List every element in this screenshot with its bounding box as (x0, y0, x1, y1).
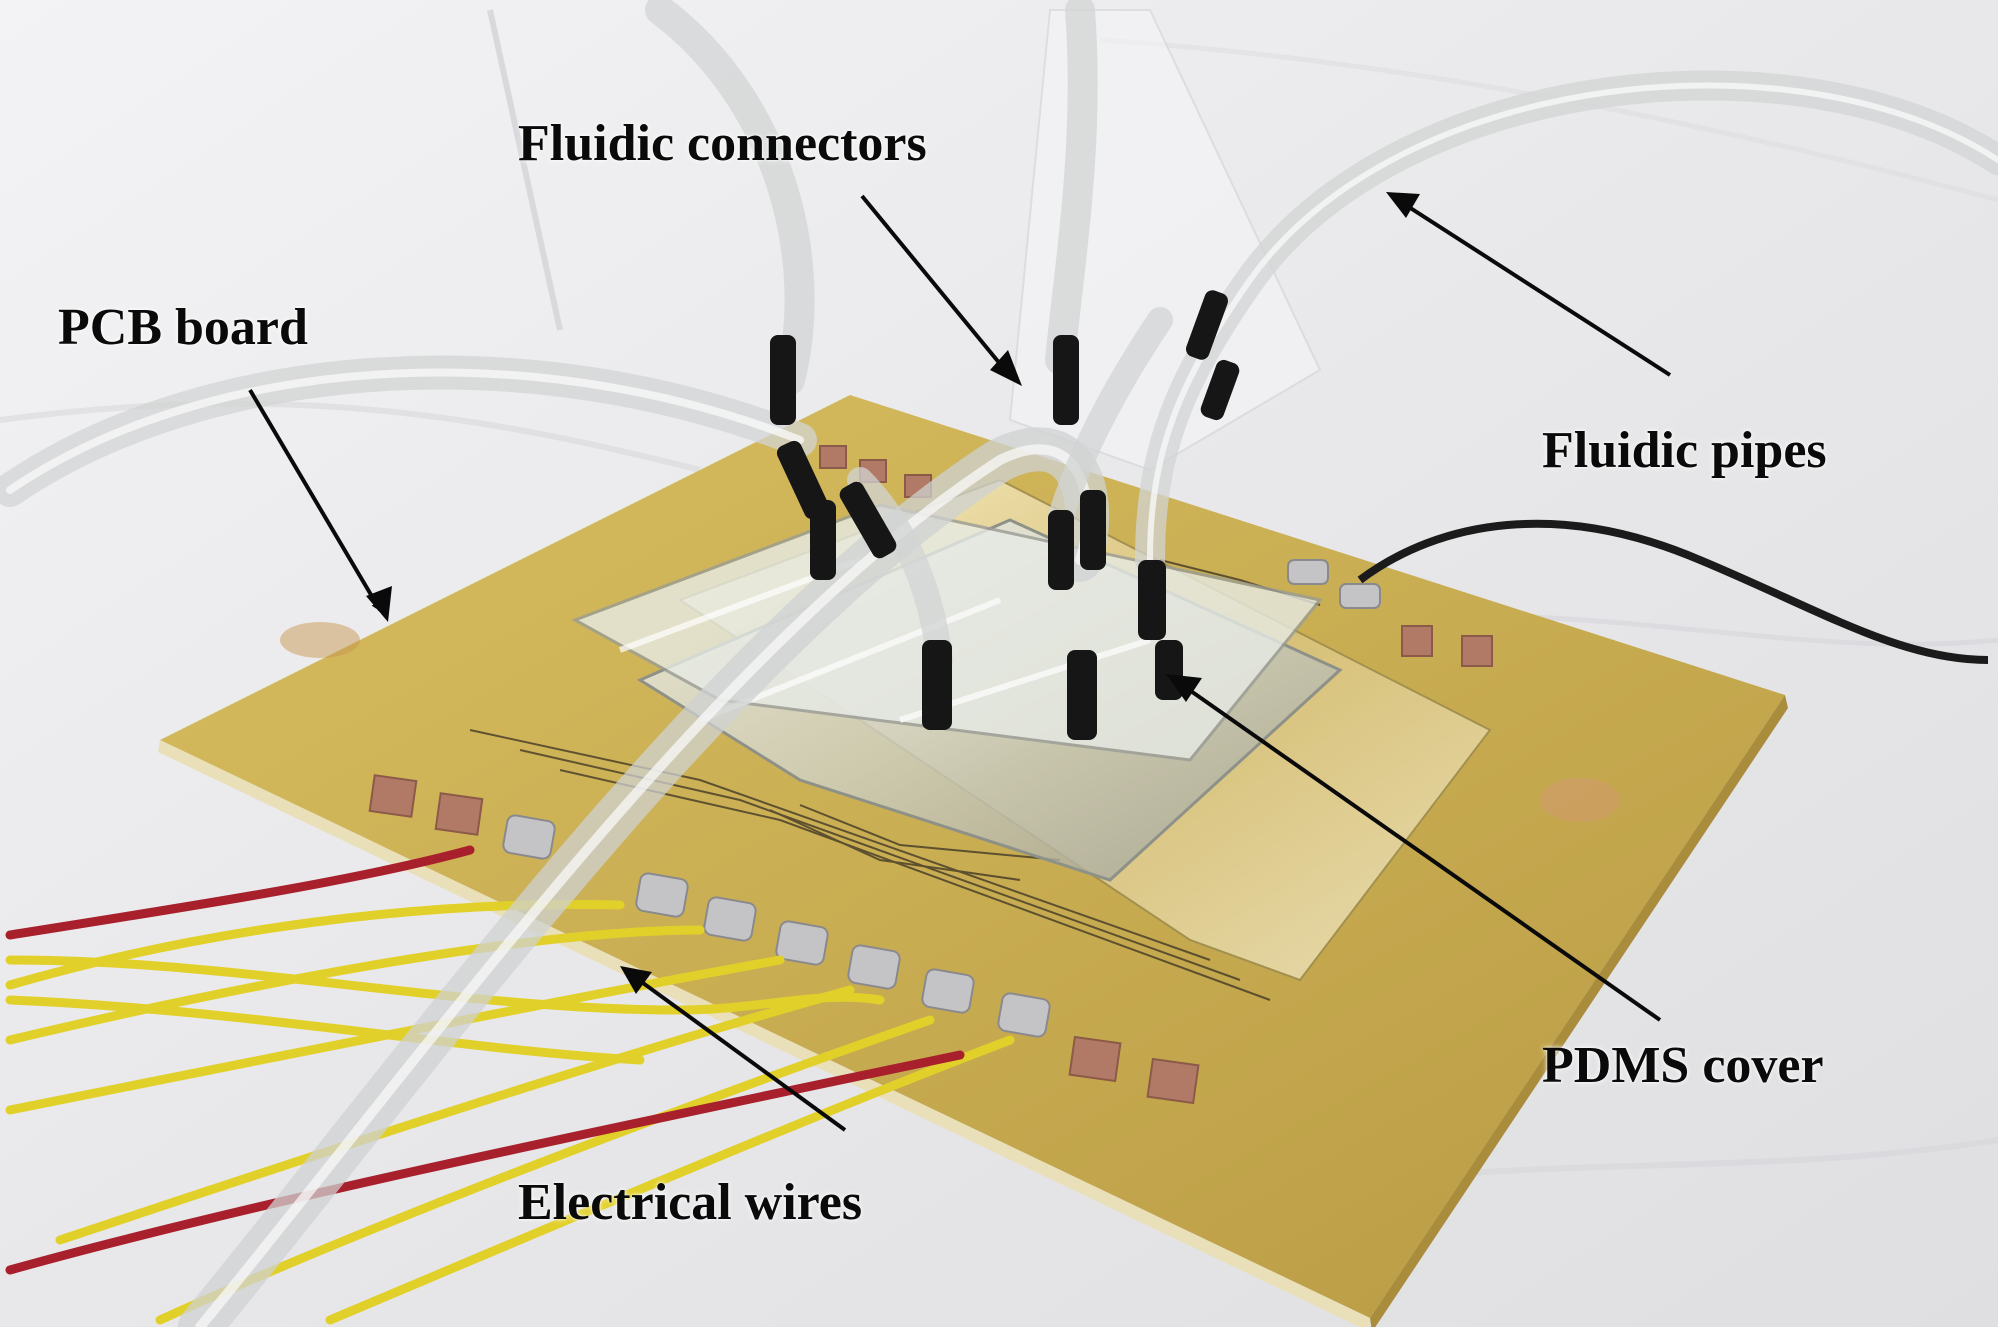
annotation-arrows (248, 194, 1672, 1132)
pcb-board (160, 395, 1785, 1318)
red-wires (5, 845, 965, 1275)
fluidic-connectors (770, 290, 1240, 740)
annotation-arrowheads (366, 192, 1420, 994)
pcb-board-edge (158, 740, 1370, 1332)
copper-pads (368, 445, 1493, 1105)
board-spot (1540, 778, 1620, 822)
cloth-fold (0, 400, 701, 473)
board-spot (280, 622, 360, 658)
label-pdms-cover: PDMS cover (1542, 1037, 1824, 1094)
arrow-pdms-cover (1176, 680, 1662, 1022)
pcb-board-edge (1370, 695, 1788, 1332)
label-electrical-wires: Electrical wires (518, 1174, 863, 1231)
solder-joints (502, 559, 1381, 1038)
arrow-pcb-board (248, 388, 382, 612)
arrow-fluidic-connectors (860, 194, 1012, 378)
black-wire (1357, 519, 1989, 664)
arrow-fluidic-pipes (1396, 198, 1672, 377)
label-fluidic-pipes: Fluidic pipes (1542, 422, 1827, 479)
arrow-electrical-wires (630, 973, 847, 1132)
label-fluidic-connectors: Fluidic connectors (518, 115, 927, 172)
label-pcb-board: PCB board (58, 299, 308, 356)
plastic-stand-edge (487, 9, 563, 331)
